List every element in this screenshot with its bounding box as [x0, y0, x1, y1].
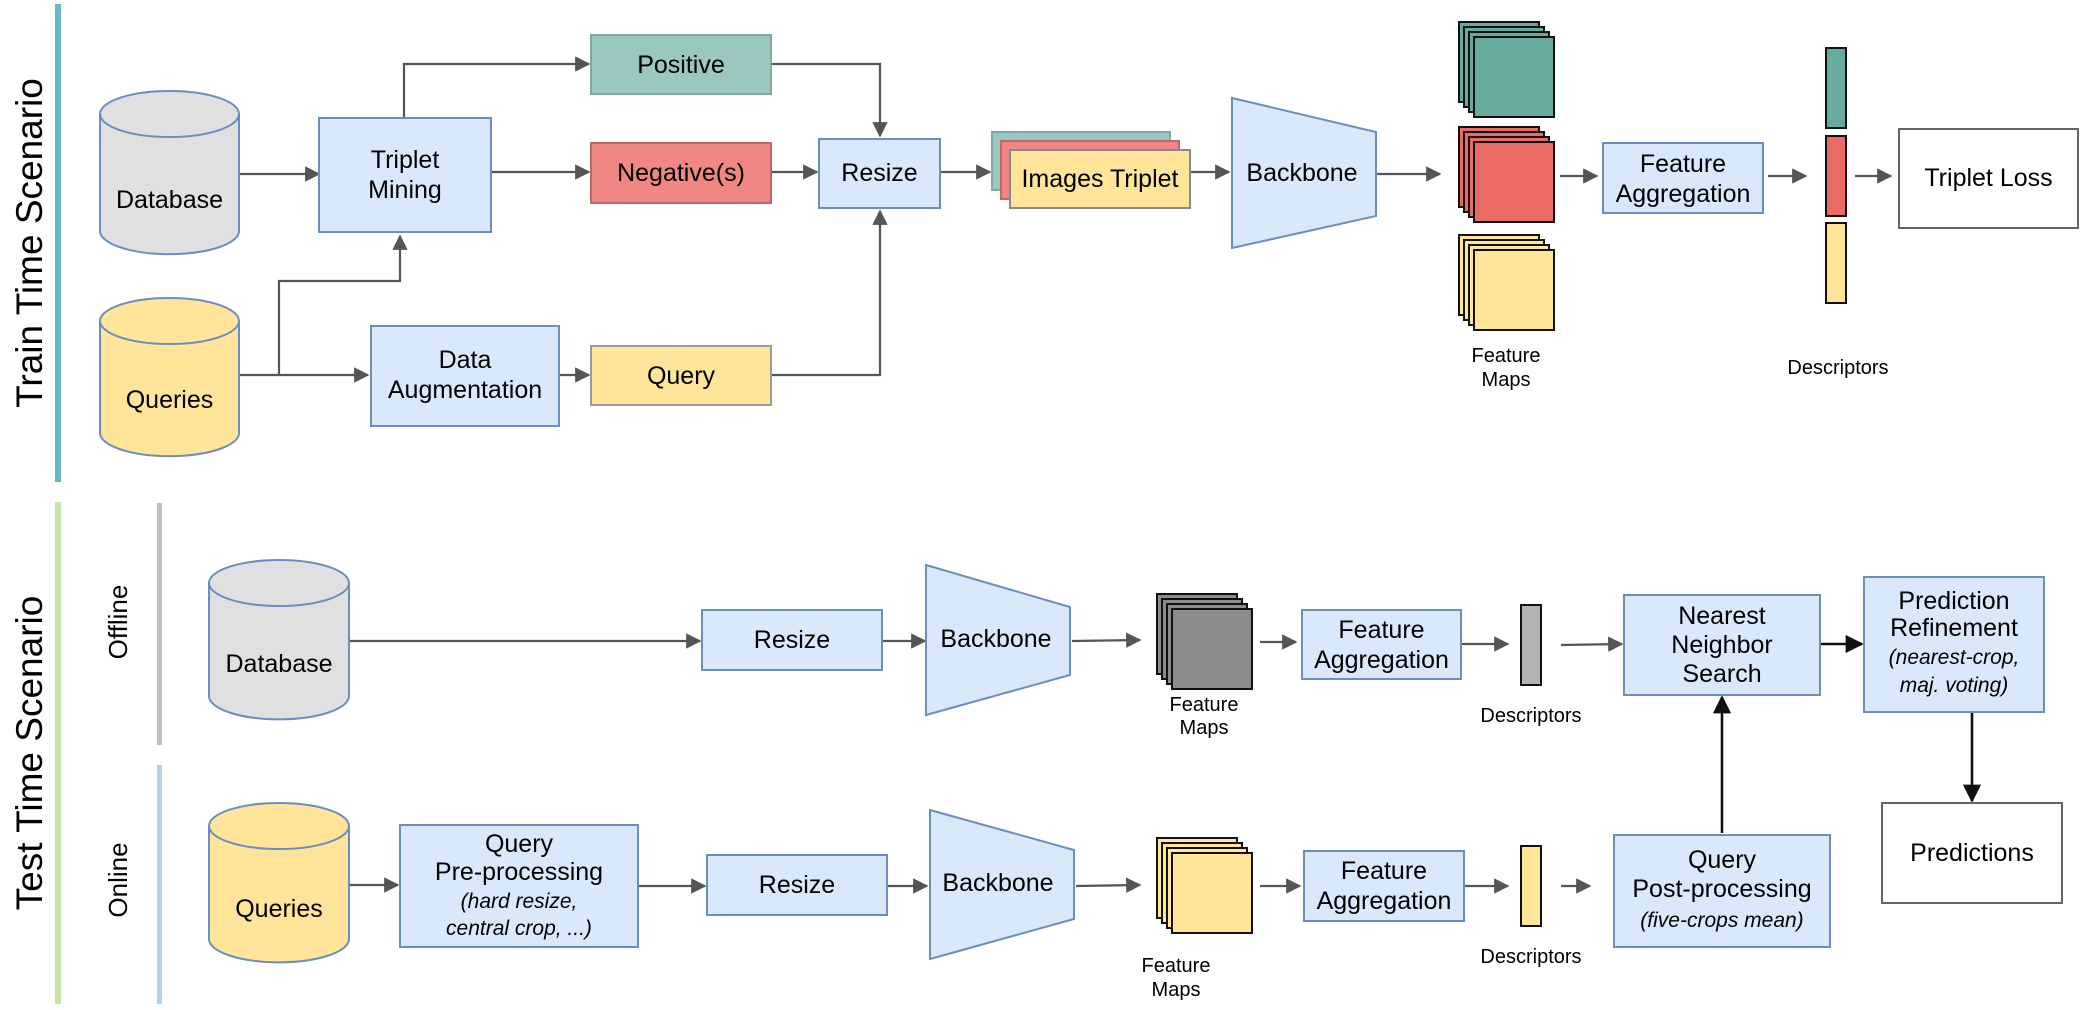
offline-descriptors: Descriptors — [1480, 604, 1582, 727]
query-preprocessing-box: Query Pre-processing (hard resize, centr… — [399, 824, 639, 948]
preprocessing-line-1: Query — [485, 830, 554, 858]
offline-feature-aggregation-box: Feature Aggregation — [1301, 609, 1462, 680]
offline-section-bar — [157, 503, 162, 745]
online-descriptors: Descriptors — [1480, 845, 1582, 968]
train-feature-maps-line-1: Feature — [1472, 345, 1541, 367]
train-feature-aggregation-line-1: Feature — [1640, 150, 1726, 178]
online-feature-aggregation-line-1: Feature — [1341, 857, 1427, 885]
descriptor-grey — [1520, 604, 1542, 686]
triplet-loss-label: Triplet Loss — [1924, 164, 2052, 192]
online-feature-aggregation-line-2: Aggregation — [1317, 887, 1452, 915]
query-postprocessing-box: Query Post-processing (five-crops mean) — [1613, 834, 1831, 948]
online-feature-maps: Feature Maps — [1142, 837, 1253, 1001]
offline-descriptors-label: Descriptors — [1480, 705, 1581, 727]
online-feature-aggregation-box: Feature Aggregation — [1303, 850, 1465, 922]
positive-label: Positive — [637, 51, 725, 79]
offline-database-label: Database — [225, 650, 332, 678]
online-section-bar — [157, 765, 162, 1004]
negative-label: Negative(s) — [617, 159, 745, 187]
descriptor-red — [1825, 135, 1847, 217]
triplet-loss-box: Triplet Loss — [1898, 128, 2079, 229]
online-resize-label: Resize — [759, 871, 835, 899]
nn-search-line-1: Nearest — [1678, 602, 1766, 630]
offline-label: Offline — [103, 585, 133, 660]
offline-feature-aggregation-line-1: Feature — [1338, 616, 1424, 644]
feature-map-stack-red — [1458, 126, 1555, 223]
descriptor-yellow-online — [1520, 845, 1542, 927]
online-queries-cylinder: Queries — [208, 802, 350, 964]
query-box: Query — [590, 345, 772, 406]
train-feature-maps-line-2: Maps — [1482, 369, 1531, 391]
refinement-note-line-1: (nearest-crop, — [1889, 646, 2020, 669]
query-label: Query — [647, 362, 716, 390]
test-edges — [349, 632, 1982, 894]
train-feature-aggregation-line-2: Aggregation — [1616, 180, 1751, 208]
online-feature-maps-line-1: Feature — [1142, 955, 1211, 977]
train-resize-label: Resize — [841, 159, 917, 187]
online-feature-maps-line-2: Maps — [1152, 979, 1201, 1001]
train-backbone-trapezoid: Backbone — [1231, 96, 1377, 250]
train-descriptors: Descriptors — [1787, 47, 1889, 379]
online-label: Online — [103, 842, 133, 917]
positive-box: Positive — [590, 34, 772, 95]
nearest-neighbor-search-box: Nearest Neighbor Search — [1623, 594, 1821, 696]
triplet-mining-line-2: Mining — [368, 176, 442, 204]
online-queries-label: Queries — [235, 895, 323, 923]
preprocessing-note-line-1: (hard resize, — [461, 890, 578, 913]
refinement-line-2: Refinement — [1890, 614, 2018, 642]
postprocessing-line-1: Query — [1688, 846, 1757, 874]
online-backbone-label: Backbone — [942, 869, 1053, 897]
triplet-mining-line-1: Triplet — [371, 146, 440, 174]
offline-resize-label: Resize — [754, 626, 830, 654]
offline-feature-aggregation-line-2: Aggregation — [1314, 646, 1449, 674]
images-triplet-label: Images Triplet — [1021, 165, 1178, 193]
train-database-label: Database — [116, 186, 223, 214]
online-resize-box: Resize — [706, 854, 888, 916]
train-feature-aggregation-box: Feature Aggregation — [1602, 142, 1764, 214]
refinement-note-line-2: maj. voting) — [1900, 674, 2009, 697]
preprocessing-note-line-2: central crop, ...) — [446, 917, 592, 940]
predictions-box: Predictions — [1881, 802, 2063, 904]
offline-backbone-trapezoid: Backbone — [925, 563, 1071, 717]
train-backbone-label: Backbone — [1246, 159, 1357, 187]
test-section-bar — [55, 502, 61, 1004]
train-section-bar — [55, 4, 61, 482]
offline-backbone-label: Backbone — [940, 625, 1051, 653]
data-augmentation-line-2: Augmentation — [388, 376, 542, 404]
train-queries-label: Queries — [126, 386, 214, 414]
train-queries-cylinder: Queries — [99, 297, 240, 458]
feature-map-stack-yellow — [1458, 234, 1555, 331]
negative-box: Negative(s) — [590, 142, 772, 204]
descriptor-green — [1825, 47, 1847, 129]
train-resize-box: Resize — [818, 138, 941, 209]
prediction-refinement-box: Prediction Refinement (nearest-crop, maj… — [1863, 576, 2045, 713]
train-feature-maps: Feature Maps — [1458, 21, 1555, 391]
offline-database-cylinder: Database — [208, 559, 350, 721]
train-section-title: Train Time Scenario — [9, 78, 50, 408]
postprocessing-line-2: Post-processing — [1632, 875, 1811, 903]
postprocessing-note: (five-crops mean) — [1640, 909, 1803, 932]
train-edges — [239, 56, 1893, 383]
train-descriptors-label: Descriptors — [1787, 357, 1888, 379]
offline-feature-maps-line-1: Feature — [1170, 694, 1239, 716]
descriptor-yellow — [1825, 222, 1847, 304]
offline-feature-maps-line-2: Maps — [1180, 717, 1229, 739]
online-backbone-trapezoid: Backbone — [929, 808, 1075, 961]
nn-search-line-3: Search — [1682, 660, 1761, 688]
nn-search-line-2: Neighbor — [1671, 631, 1772, 659]
feature-map-stack-green — [1458, 21, 1555, 118]
data-augmentation-line-1: Data — [439, 346, 492, 374]
preprocessing-line-2: Pre-processing — [435, 858, 603, 886]
test-section-title: Test Time Scenario — [9, 596, 50, 911]
train-database-cylinder: Database — [99, 90, 240, 256]
online-descriptors-label: Descriptors — [1480, 946, 1581, 968]
images-triplet-stack: Images Triplet — [991, 131, 1191, 209]
triplet-mining-box: Triplet Mining — [318, 117, 492, 233]
offline-feature-maps: Feature Maps — [1156, 593, 1253, 739]
offline-resize-box: Resize — [701, 609, 883, 671]
data-augmentation-box: Data Augmentation — [370, 325, 560, 427]
predictions-label: Predictions — [1910, 839, 2034, 867]
refinement-line-1: Prediction — [1898, 587, 2009, 615]
